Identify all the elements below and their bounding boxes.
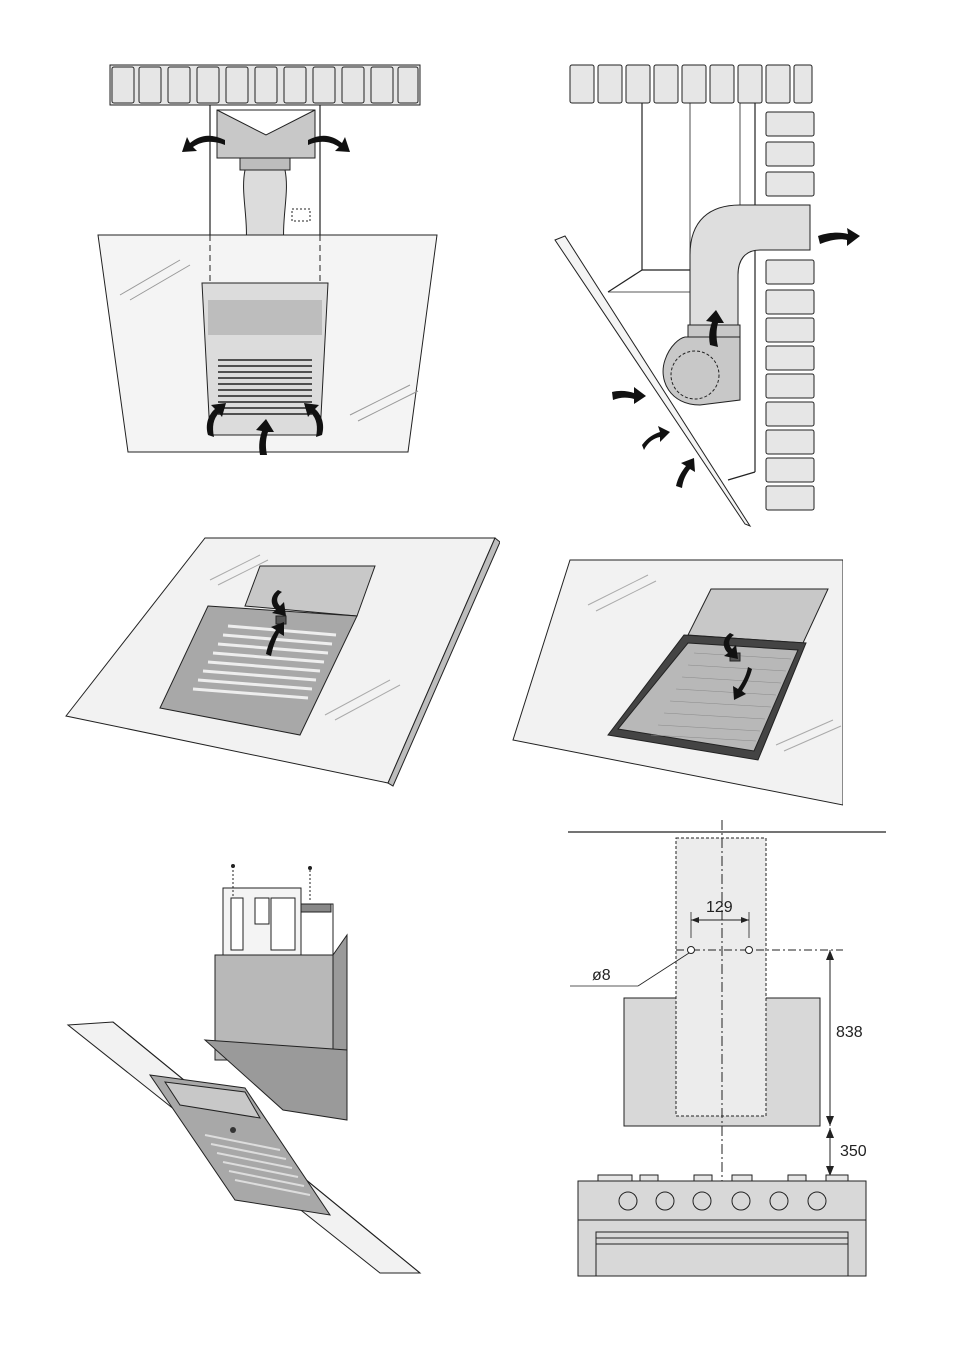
figure-carbon-filter-removal (508, 555, 843, 810)
figure-hood-mounting (65, 860, 425, 1275)
extraction-diagram (550, 60, 870, 530)
figure-grease-filter-removal (60, 530, 500, 790)
grease-filter-diagram (60, 530, 500, 790)
recirculation-diagram (90, 55, 450, 465)
top-trim (688, 589, 828, 643)
hole-diameter-label: ø8 (592, 967, 611, 984)
mounting-hole-right (746, 947, 753, 954)
mounting-hole-left (688, 947, 695, 954)
figure-extraction-side (550, 60, 870, 530)
ceiling-bricks (570, 65, 812, 103)
carbon-filter-diagram (508, 555, 843, 810)
wall-bricks (766, 112, 814, 510)
air-deflector (217, 110, 315, 158)
ceiling-bricks (110, 65, 420, 105)
hob-distance-label: 350 (840, 1143, 867, 1160)
hood-height-label: 838 (836, 1024, 863, 1041)
figure-recirculation-front (90, 55, 450, 465)
hole-spacing-label: 129 (706, 899, 733, 916)
chimney-outline (676, 838, 766, 1116)
hood-mounting-diagram (65, 860, 425, 1275)
figure-installation-dimensions: 129 ø8 838 350 (568, 820, 888, 1280)
cooker (578, 1175, 866, 1276)
dimension-diagram: 129 ø8 838 350 (568, 820, 888, 1280)
